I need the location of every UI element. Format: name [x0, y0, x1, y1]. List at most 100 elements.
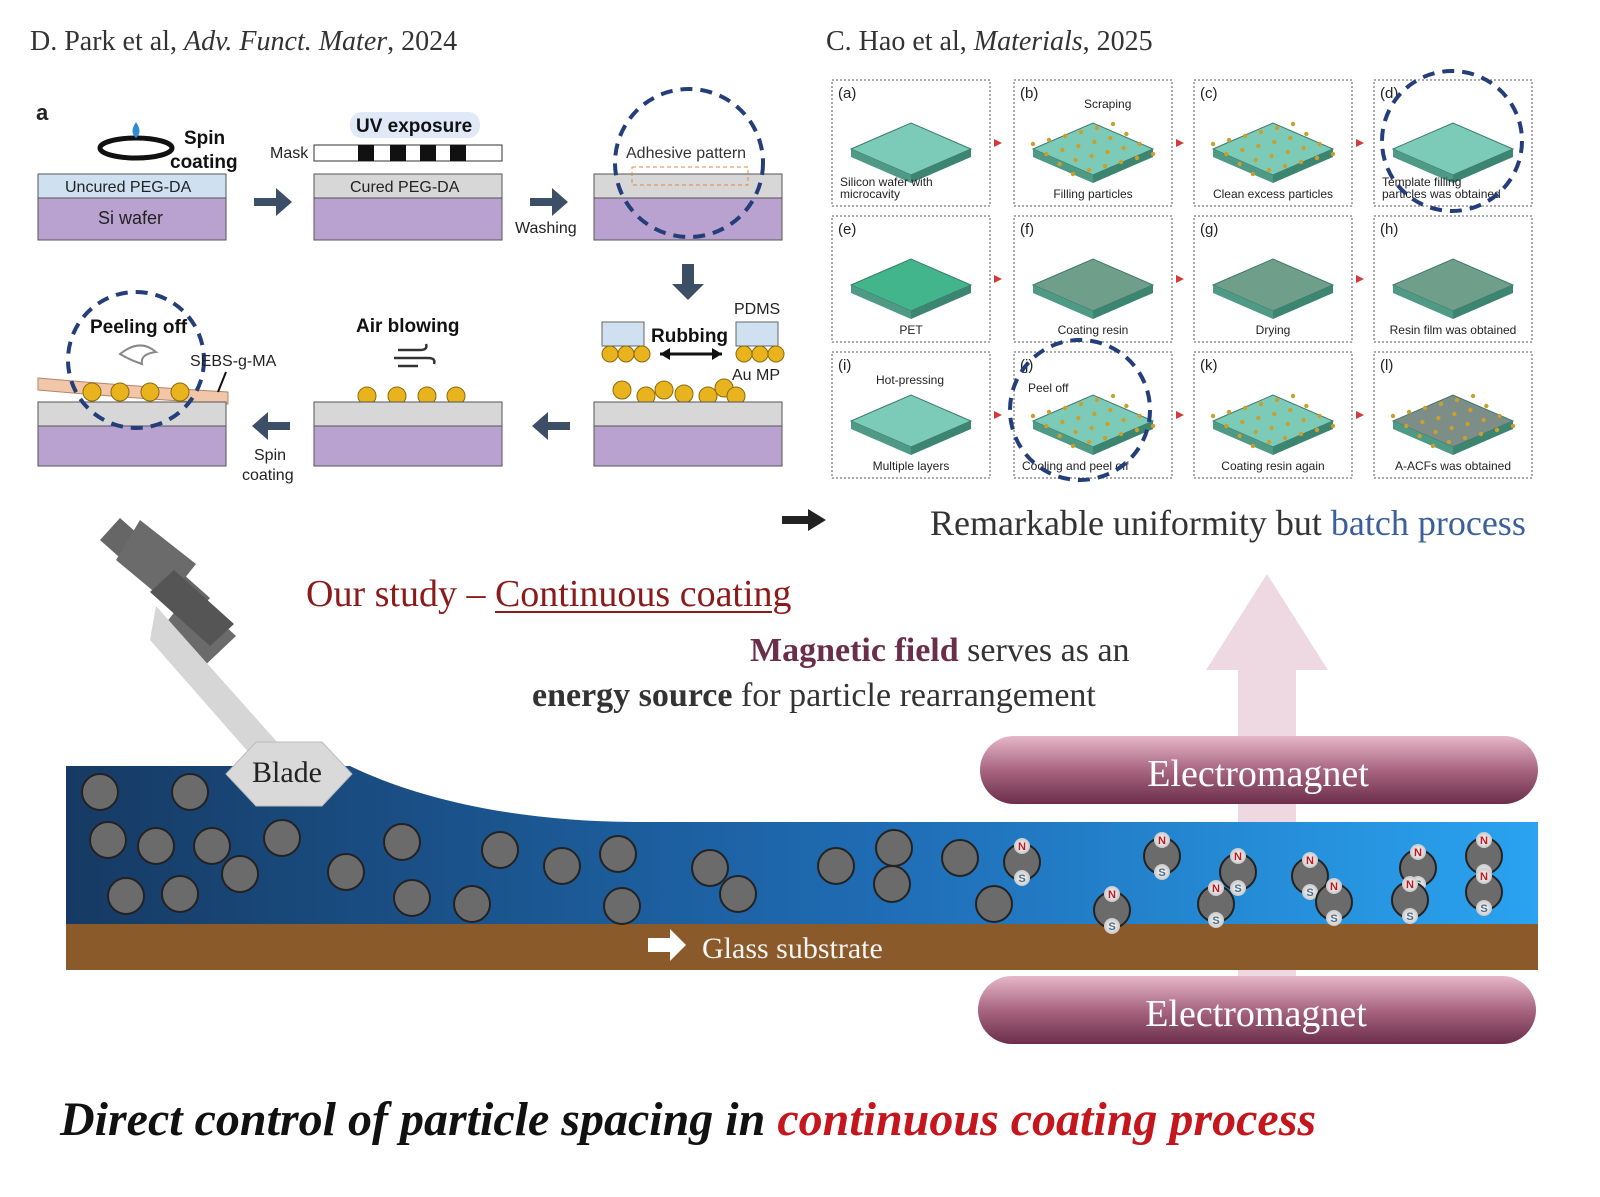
si-wafer-label: Si wafer	[98, 208, 163, 228]
au-mp-label: Au MP	[732, 367, 780, 384]
particle	[81, 773, 119, 811]
particle	[481, 831, 519, 869]
magnetized-particle: NS	[1465, 868, 1503, 916]
wind-icon	[394, 343, 436, 368]
park-step-uv: UV exposure Mask Cured PEG-DA	[270, 112, 503, 241]
blade	[100, 518, 353, 807]
pole-n-label: N	[1480, 835, 1488, 847]
air-blowing-label: Air blowing	[356, 316, 459, 337]
north-pole	[1104, 886, 1120, 902]
highlight-circle	[66, 290, 206, 430]
particle	[543, 847, 581, 885]
uv-glow	[350, 112, 480, 138]
highlight-circle	[613, 87, 765, 239]
citation-park: D. Park et al, Adv. Funct. Mater, 2024	[30, 26, 457, 58]
our-study-heading: Our study – Continuous coating	[306, 572, 792, 616]
pdms-label: PDMS	[734, 301, 780, 318]
park-panel-letter: a	[36, 100, 49, 125]
park-step-spin: Spin coating Uncured PEG-DA Si wafer	[37, 122, 238, 241]
magnetized-particle: NS	[1315, 878, 1353, 926]
particle	[975, 885, 1013, 923]
magnetized-particle: NS	[1197, 880, 1235, 928]
bottom-title-prefix: Direct control of particle spacing in	[60, 1093, 778, 1146]
particle	[221, 855, 259, 893]
pole-s-label: S	[1306, 887, 1313, 899]
our-study-prefix: Our study –	[306, 573, 495, 615]
pole-n-label: N	[1108, 889, 1116, 901]
particle	[603, 887, 641, 925]
particle	[171, 773, 209, 811]
north-pole	[1476, 868, 1492, 884]
magnetized-particle: NS	[1219, 848, 1257, 896]
south-pole	[1476, 900, 1492, 916]
citation-park-journal: Adv. Funct. Mater	[183, 26, 388, 57]
north-pole	[1014, 838, 1030, 854]
droplet-icon	[132, 122, 140, 138]
magnetized-particle: NS	[1391, 876, 1429, 924]
north-pole	[1410, 844, 1426, 860]
park-step-air: Air blowing	[313, 316, 503, 467]
arrow-right-icon	[254, 188, 292, 216]
particle	[107, 877, 145, 915]
magnetic-line-2-rest: for particle rearrangement	[732, 677, 1096, 714]
south-pole	[1014, 870, 1030, 886]
bottom-title: Direct control of particle spacing in co…	[60, 1092, 1316, 1147]
park-step-rubbing: PDMS Rubbing Au MP	[593, 301, 785, 467]
magnetic-line-2: energy source for particle rearrangement	[532, 677, 1096, 715]
south-pole	[1154, 864, 1170, 880]
hand-icon	[118, 344, 159, 366]
cured-pegda-label: Cured PEG-DA	[350, 179, 460, 196]
north-pole	[1208, 880, 1224, 896]
south-pole	[1104, 918, 1120, 934]
blade-label: Blade	[252, 756, 322, 789]
south-pole	[1230, 880, 1246, 896]
particle	[383, 823, 421, 861]
bottom-title-highlight: continuous coating process	[777, 1093, 1317, 1146]
coating-fluid	[66, 766, 1538, 924]
pole-n-label: N	[1212, 883, 1220, 895]
peeling-off-label: Peeling off	[90, 317, 188, 338]
pole-n-label: N	[1018, 841, 1026, 853]
park-process-diagram: a Spin coating Uncured PEG-DA Si wafer U…	[36, 87, 785, 484]
particle	[817, 847, 855, 885]
pole-s-label: S	[1330, 913, 1337, 925]
arrow-right-icon	[648, 929, 686, 961]
south-pole	[1302, 884, 1318, 900]
particle	[875, 829, 913, 867]
rubbing-label: Rubbing	[651, 326, 728, 347]
energy-source-text: energy source	[532, 677, 733, 714]
particle	[137, 827, 175, 865]
spin-bottom-label-1: Spin	[254, 447, 286, 464]
particle	[691, 849, 729, 887]
south-pole	[1326, 910, 1342, 926]
pole-n-label: N	[1306, 855, 1314, 867]
uv-exposure-label: UV exposure	[356, 116, 472, 137]
magnetized-particle: NS	[1143, 832, 1181, 880]
pole-n-label: N	[1480, 871, 1488, 883]
particle	[161, 875, 199, 913]
particle	[873, 865, 911, 903]
south-pole	[1402, 908, 1418, 924]
north-pole	[1402, 876, 1418, 892]
magnetized-particle: NS	[1093, 886, 1131, 934]
uniformity-prefix: Remarkable uniformity but	[930, 503, 1331, 543]
sebs-label: SEBS-g-MA	[190, 353, 277, 370]
particle	[941, 839, 979, 877]
mask-label: Mask	[270, 145, 309, 162]
citation-hao: C. Hao et al, Materials, 2025	[826, 26, 1153, 58]
park-spin-label-2: coating	[170, 152, 238, 173]
citation-park-year: , 2024	[387, 26, 458, 57]
magnetic-line-1-rest: serves as an	[958, 632, 1130, 669]
cured-pegda-layer	[313, 173, 503, 199]
south-pole	[1208, 912, 1224, 928]
park-spin-label-1: Spin	[184, 128, 225, 149]
arrow-down-icon	[672, 264, 704, 300]
arrow-right-icon	[782, 509, 826, 531]
glass-substrate-label: Glass substrate	[702, 932, 883, 965]
magnetized-particle: NS	[1465, 832, 1503, 880]
pole-s-label: S	[1018, 873, 1025, 885]
arrow-right-icon	[530, 188, 568, 216]
pole-s-label: S	[1212, 915, 1219, 927]
electromagnet-bottom-label: Electromagnet	[1145, 993, 1367, 1035]
